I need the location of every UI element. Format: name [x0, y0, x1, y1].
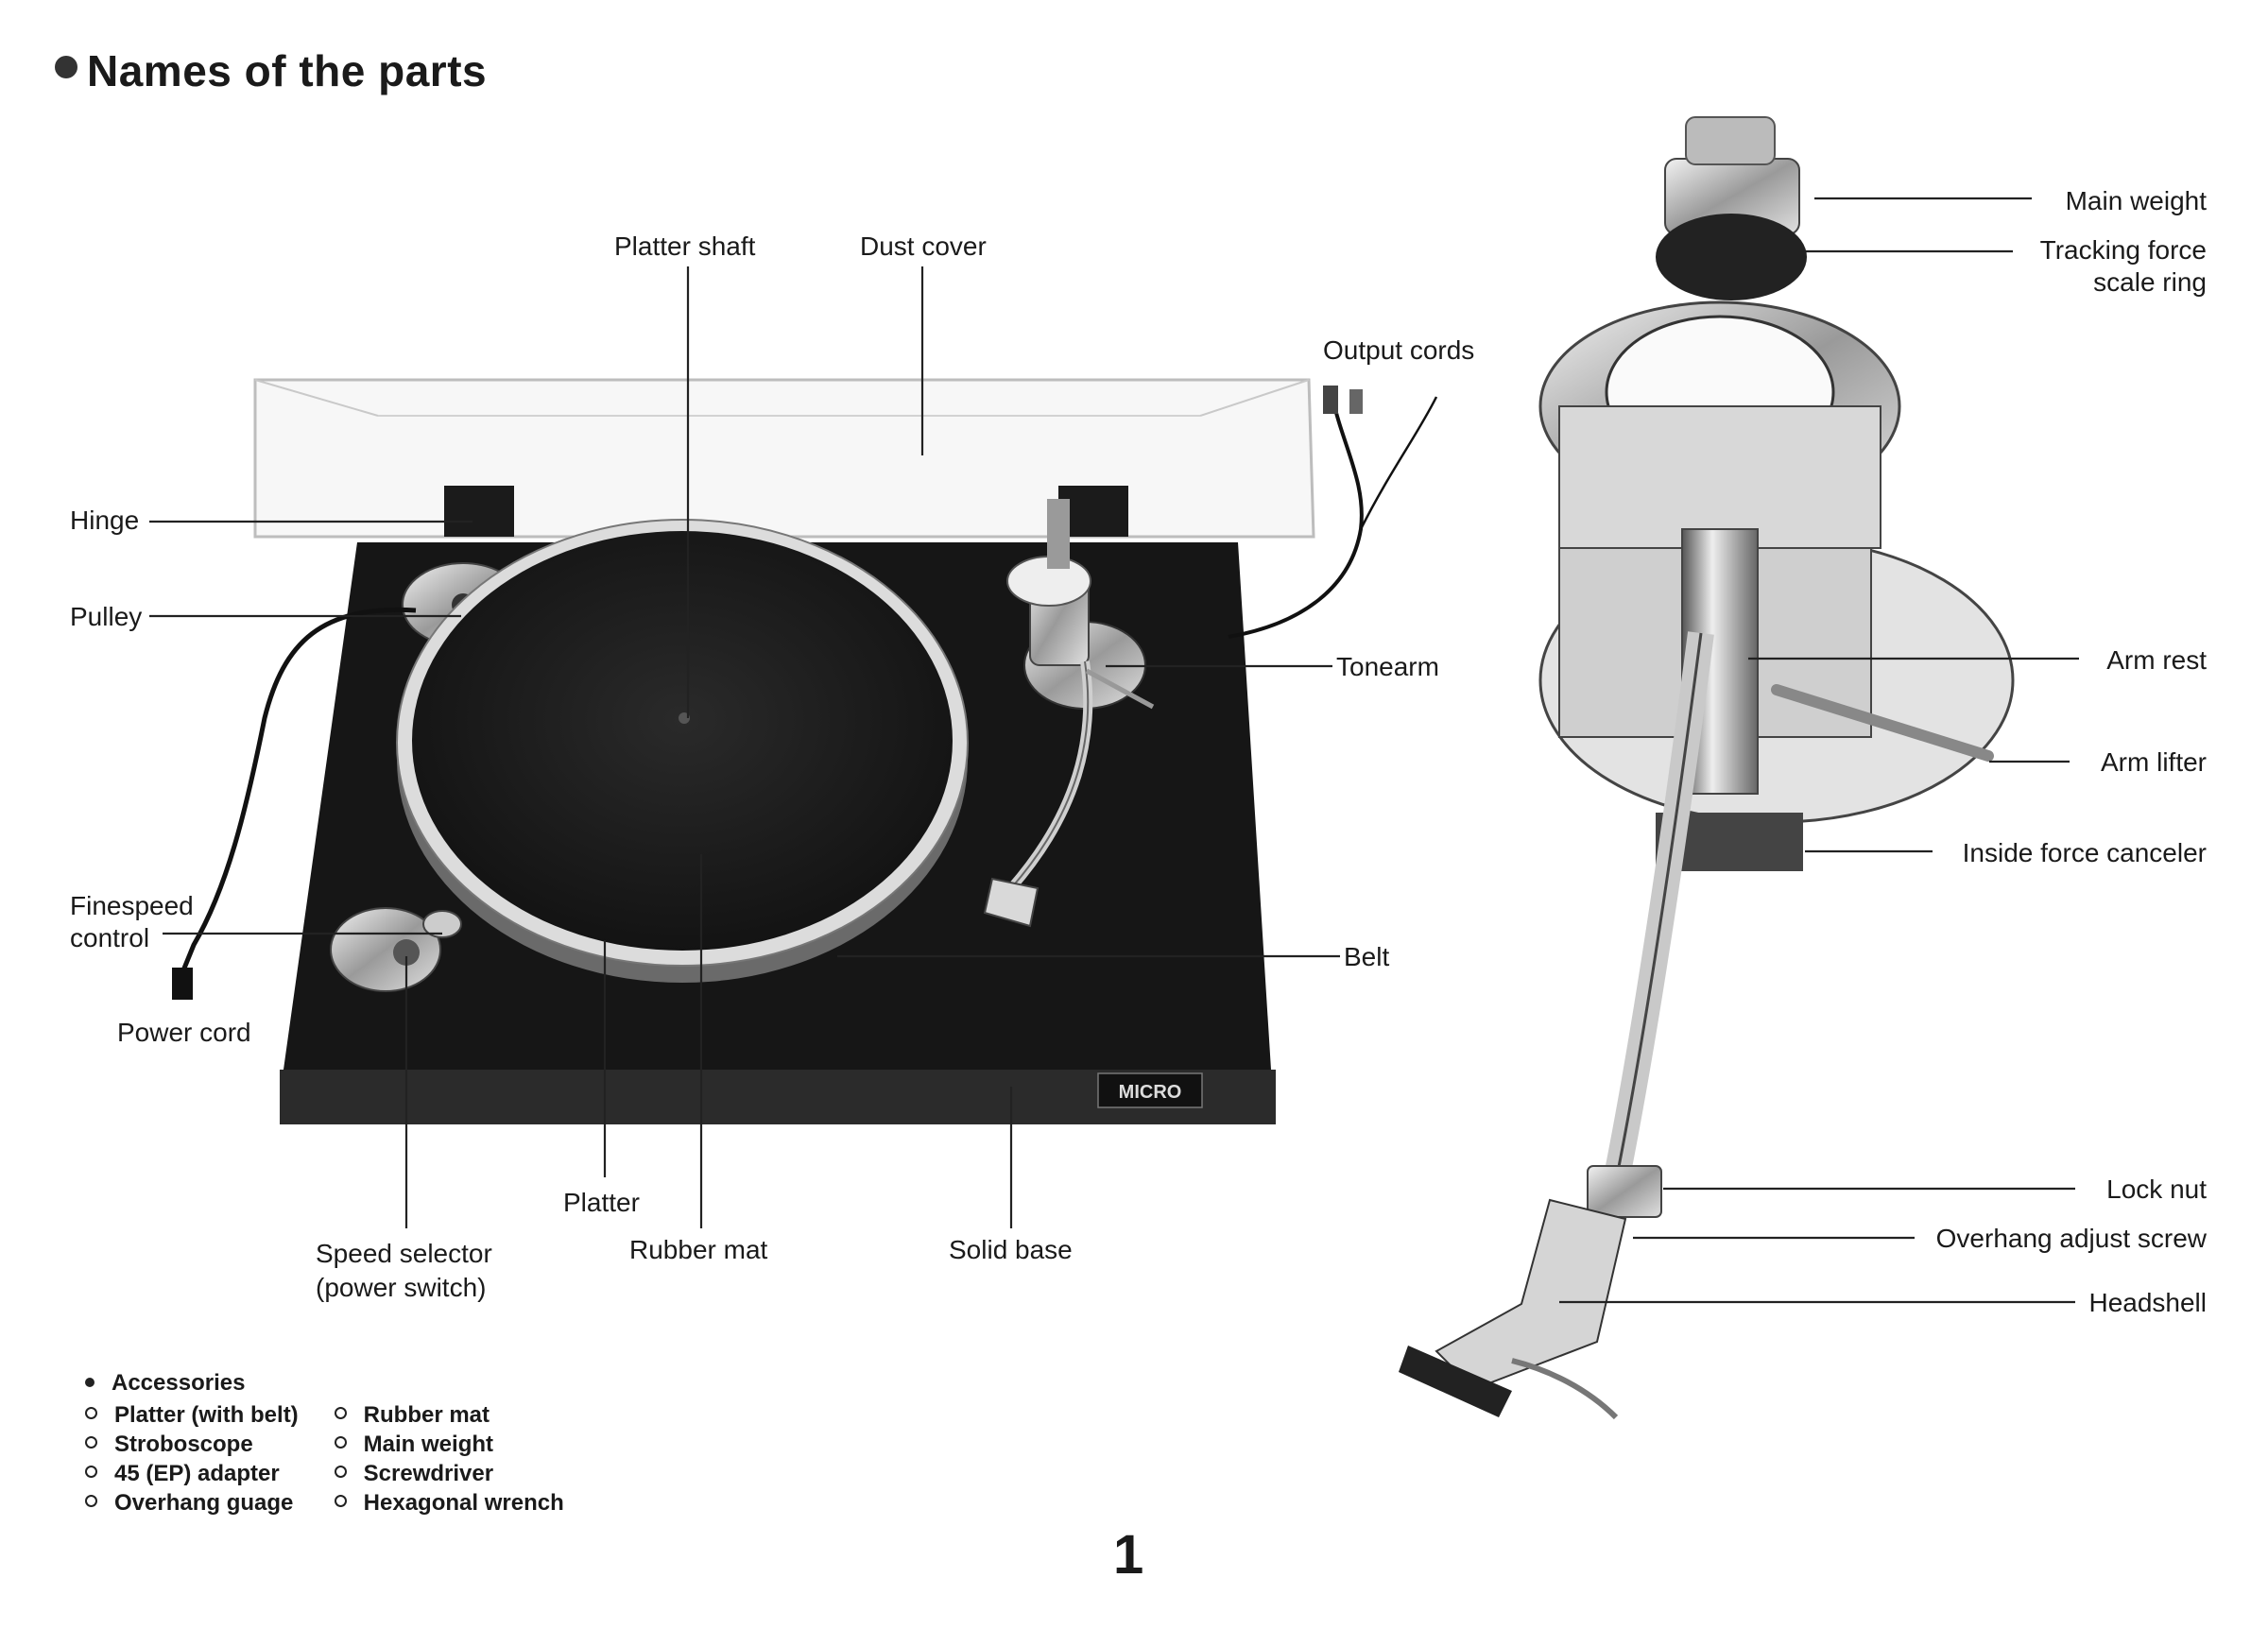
dust-cover-shape	[253, 378, 1315, 539]
label-speed-selector-line2: (power switch)	[316, 1273, 486, 1302]
label-headshell: Headshell	[2088, 1288, 2207, 1317]
label-tonearm: Tonearm	[1336, 652, 1439, 681]
accessory-item: 45 (EP) adapter	[85, 1459, 299, 1488]
label-dust-cover: Dust cover	[860, 231, 987, 261]
label-tracking-force-line2: scale ring	[2093, 267, 2207, 297]
label-arm-lifter: Arm lifter	[2101, 747, 2207, 777]
label-hinge: Hinge	[70, 506, 139, 535]
rubber-mat-shape	[412, 531, 953, 951]
accessory-item: Platter (with belt)	[85, 1400, 299, 1430]
page-title-text: Names of the parts	[87, 46, 488, 95]
lock-nut-shape	[1587, 1165, 1662, 1218]
label-platter: Platter	[563, 1188, 640, 1217]
accessories-column-left: Platter (with belt) Stroboscope 45 (EP) …	[85, 1400, 299, 1518]
arm-lifter-shape	[1771, 684, 1994, 762]
headshell-small	[983, 877, 1040, 928]
part-labels: Platter shaft Dust cover Output cords Hi…	[70, 186, 2208, 1317]
power-cord-shape	[179, 607, 417, 976]
page-title: Names of the parts	[55, 45, 487, 96]
label-arm-rest: Arm rest	[2106, 645, 2207, 675]
accessory-item: Main weight	[335, 1430, 564, 1459]
label-solid-base: Solid base	[949, 1235, 1073, 1264]
bullet-icon	[55, 56, 77, 78]
finespeed-knob-shape	[422, 910, 462, 938]
hinge-left-shape	[444, 486, 514, 537]
plinth-front	[280, 1070, 1276, 1124]
turntable-illustration: MICRO	[172, 378, 1438, 1124]
accessory-item: Stroboscope	[85, 1430, 299, 1459]
label-power-cord: Power cord	[117, 1018, 251, 1047]
headshell-shape	[1435, 1198, 1627, 1391]
label-pulley: Pulley	[70, 602, 142, 631]
tracking-force-ring-shape	[1656, 214, 1807, 300]
accessory-item: Screwdriver	[335, 1459, 564, 1488]
label-lock-nut: Lock nut	[2106, 1175, 2207, 1204]
label-main-weight: Main weight	[2066, 186, 2208, 215]
accessories-list: Accessories Platter (with belt) Strobosc…	[85, 1370, 564, 1518]
leader-lines	[149, 197, 2079, 1304]
speed-selector-shape	[330, 907, 441, 992]
label-platter-shaft: Platter shaft	[614, 231, 756, 261]
label-finespeed-line2: control	[70, 923, 149, 952]
brand-plate-text: MICRO	[1119, 1082, 1182, 1103]
label-finespeed-line1: Finespeed	[70, 891, 194, 920]
brand-plate	[1097, 1072, 1203, 1108]
label-tracking-force-line1: Tracking force	[2040, 235, 2207, 265]
accessory-item: Hexagonal wrench	[335, 1488, 564, 1518]
label-overhang-adjust-screw: Overhang adjust screw	[1936, 1224, 2208, 1253]
label-speed-selector-line1: Speed selector	[316, 1239, 492, 1268]
tonearm-closeup-illustration	[1399, 116, 2015, 1420]
cartridge-shape	[1399, 1346, 1512, 1417]
hinge-right-shape	[1058, 486, 1128, 537]
label-output-cords: Output cords	[1323, 335, 1474, 365]
accessories-column-right: Rubber mat Main weight Screwdriver Hexag…	[335, 1400, 564, 1518]
accessory-item: Overhang guage	[85, 1488, 299, 1518]
label-inside-force-canceler: Inside force canceler	[1963, 838, 2207, 867]
accessories-heading: Accessories	[85, 1370, 564, 1397]
label-belt: Belt	[1344, 942, 1389, 971]
accessory-item: Rubber mat	[335, 1400, 564, 1430]
output-cords-shape	[1228, 396, 1364, 639]
label-rubber-mat: Rubber mat	[629, 1235, 768, 1264]
page-number: 1	[1113, 1524, 1144, 1586]
